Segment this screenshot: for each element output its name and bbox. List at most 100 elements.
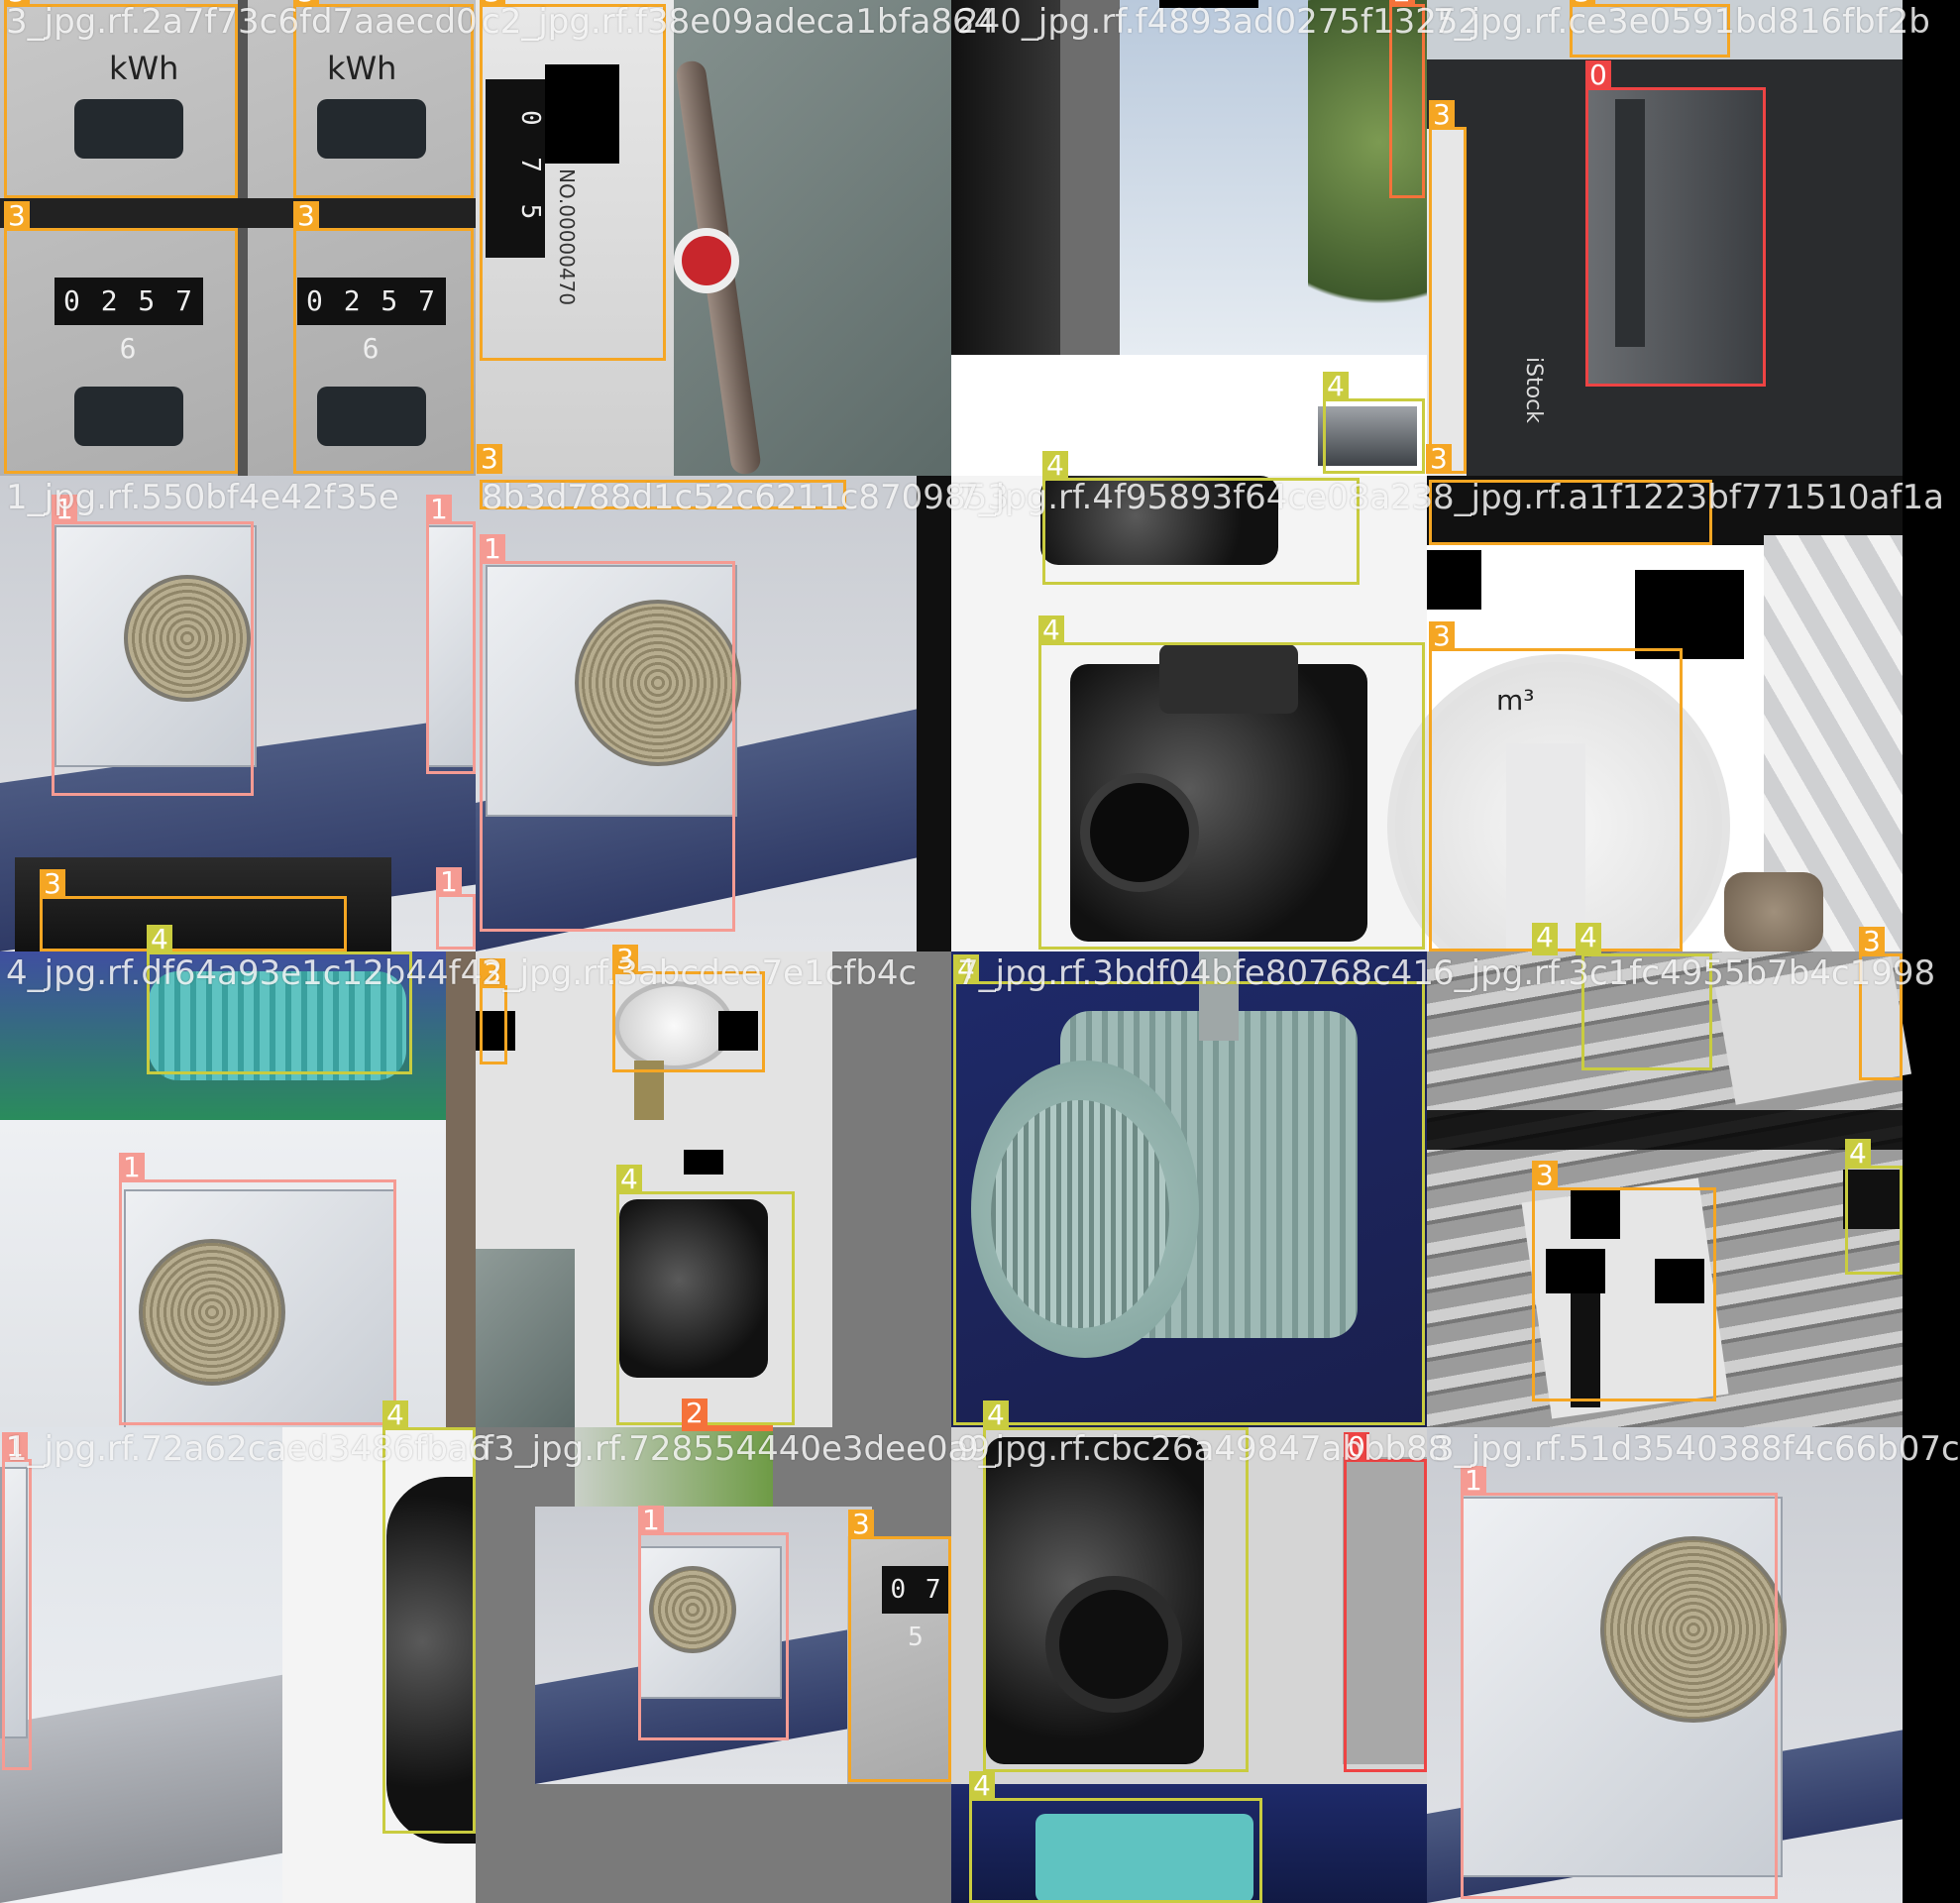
bounding-box-class-1: 1 <box>436 867 476 950</box>
class-tag: 3 <box>1570 0 1595 7</box>
class-tag: 1 <box>480 534 505 564</box>
bounding-box-class-4: 4 <box>1532 923 1558 955</box>
tile-11 <box>951 952 1427 1427</box>
bounding-box-class-1: 1 <box>119 1153 396 1425</box>
tile-2: 0 7 5 NO.00000470 <box>476 0 951 477</box>
class-tag: 3 <box>1859 927 1885 956</box>
tile-caption: f3_jpg.rf.728554440e3dee0a9 <box>482 1429 991 1469</box>
tile-caption: 1_jpg.rf.550bf4e42f35e <box>6 478 399 517</box>
class-tag: 3 <box>293 201 319 231</box>
meter-counter: 0 7 5 <box>486 79 545 258</box>
bounding-box-class-3: 3 <box>4 0 238 198</box>
tile-10 <box>476 952 951 1427</box>
tile-15 <box>951 1427 1427 1903</box>
bounding-box-class-3: 3 <box>1859 927 1903 1080</box>
tile-4: iStock <box>1427 0 1903 476</box>
class-tag: 3 <box>477 444 502 474</box>
bounding-box-class-1: 1 <box>52 495 254 796</box>
bounding-box-class-3: 3 <box>1429 621 1683 952</box>
tile-caption: 3_jpg.rf.2a7f73c6fd7aaecd0 <box>6 2 478 42</box>
class-tag: 1 <box>2 1432 28 1462</box>
tile-8: m³ <box>1387 476 1903 997</box>
bounding-box-class-3: 3 <box>1429 480 1712 545</box>
bounding-box-class-3: 3 <box>480 0 666 361</box>
bounding-box-class-1: 1 <box>426 495 476 774</box>
class-tag: 4 <box>1323 372 1349 401</box>
tile-13 <box>0 1427 476 1903</box>
class-tag: 4 <box>1038 616 1064 645</box>
class-tag: 4 <box>382 1400 408 1430</box>
stock-credit-text: iStock <box>1521 357 1546 423</box>
tile-caption: 9_jpg.rf.cbc26a49847abbb88 <box>957 1429 1450 1469</box>
meter-counter: 0 2 5 7 6 <box>54 278 203 365</box>
class-tag: 4 <box>1042 451 1068 481</box>
class-tag: 1 <box>638 1506 664 1535</box>
meter-serial: NO.00000470 <box>555 168 579 306</box>
bounding-box-class-3: 3 <box>1532 1161 1716 1401</box>
bounding-box-class-3: 3 <box>4 201 238 474</box>
tile-9 <box>0 952 476 1431</box>
tile-1: kWh kWh 0 2 5 7 6 0 2 5 7 6 <box>0 0 476 476</box>
bounding-box-class-3: 3 <box>1429 100 1467 474</box>
bounding-box-class-1: 1 <box>480 534 735 932</box>
class-tag: 2 <box>682 1399 708 1428</box>
bounding-box-class-3: 3 <box>293 201 474 474</box>
class-tag: 1 <box>1461 1466 1486 1496</box>
class-tag: 3 <box>4 201 30 231</box>
tile-caption: 4_jpg.rf.df64a93e1c12b44f4 <box>6 953 483 993</box>
tile-caption: 7_jpg.rf.ce3e0591bd816fbf2b <box>1433 2 1930 42</box>
class-tag: 2 <box>1389 0 1415 7</box>
class-tag: 4 <box>983 1400 1009 1430</box>
tile-caption: 7_jpg.rf.3bdf04bfe80768c41 <box>957 953 1434 993</box>
tile-caption: 3_jpg.rf.51d3540388f4c66b07c <box>1433 1429 1960 1469</box>
class-tag: 3 <box>1426 444 1452 474</box>
tile-caption: 2_jpg.rf.3abcdee7e1cfb4c <box>482 953 918 993</box>
class-tag: 3 <box>1532 1161 1558 1190</box>
tile-14: 0 7 5 <box>476 1427 951 1903</box>
tile-caption: 8_jpg.rf.a1f1223bf771510af1a <box>1433 478 1944 517</box>
tile-caption: 7_jpg.rf.4f95893f64ce08a23 <box>957 478 1434 517</box>
bounding-box-class-3: 3 <box>293 0 474 198</box>
class-tag: 1 <box>52 495 77 524</box>
class-tag: 3 <box>480 958 505 988</box>
bounding-box-class-2: 2 <box>682 1399 773 1431</box>
bounding-box-class-4: 4 <box>953 954 1425 1425</box>
bounding-box-class-4: 4 <box>1845 1139 1903 1275</box>
class-tag: 3 <box>480 0 505 7</box>
class-tag: 1 <box>426 495 452 524</box>
class-tag: 3 <box>1429 100 1455 130</box>
bounding-box-class-4: 4 <box>983 1400 1249 1772</box>
meter-counter: 0 7 5 <box>882 1566 951 1652</box>
bounding-box-class-3: 3 <box>848 1510 951 1782</box>
class-tag: 4 <box>1576 923 1601 952</box>
tile-caption: 6_jpg.rf.3c1fc4955b7b4c1998 <box>1433 953 1936 993</box>
tile-7 <box>951 476 1427 952</box>
tile-caption: 240_jpg.rf.f4893ad0275f13252 <box>957 2 1480 42</box>
class-tag: 1 <box>436 867 462 897</box>
tile-12 <box>1427 952 1912 1427</box>
bounding-box-class-4: 4 <box>1038 616 1425 950</box>
bounding-box-class-1: 1 <box>1461 1466 1778 1899</box>
class-tag: 0 <box>1585 60 1611 90</box>
class-tag: 4 <box>953 954 979 984</box>
bounding-box-class-4: 4 <box>147 925 412 1074</box>
cubic-meter-label: m³ <box>1496 684 1535 717</box>
bounding-box-class-3: 3 <box>480 480 846 509</box>
bounding-box-class-4: 4 <box>969 1771 1262 1903</box>
class-tag: 4 <box>969 1771 995 1801</box>
class-tag: 4 <box>147 925 172 954</box>
class-tag: 1 <box>119 1153 145 1182</box>
bounding-box-class-1: 1 <box>638 1506 789 1740</box>
bounding-box-class-4: 4 <box>616 1165 795 1425</box>
tile-caption: 1_jpg.rf.72a62caed3486fba6 <box>6 1429 490 1469</box>
class-tag: 3 <box>848 1510 874 1539</box>
bounding-box-class-3: 3 <box>1570 0 1730 57</box>
class-tag: 3 <box>612 945 638 974</box>
class-tag: 0 <box>1344 1432 1369 1462</box>
class-tag: 3 <box>293 0 319 7</box>
bounding-box-class-4: 4 <box>1323 372 1425 474</box>
bounding-box-class-4: 4 <box>1042 451 1360 585</box>
bounding-box-class-3: 3 <box>480 958 507 1064</box>
tile-16 <box>1427 1427 1903 1903</box>
